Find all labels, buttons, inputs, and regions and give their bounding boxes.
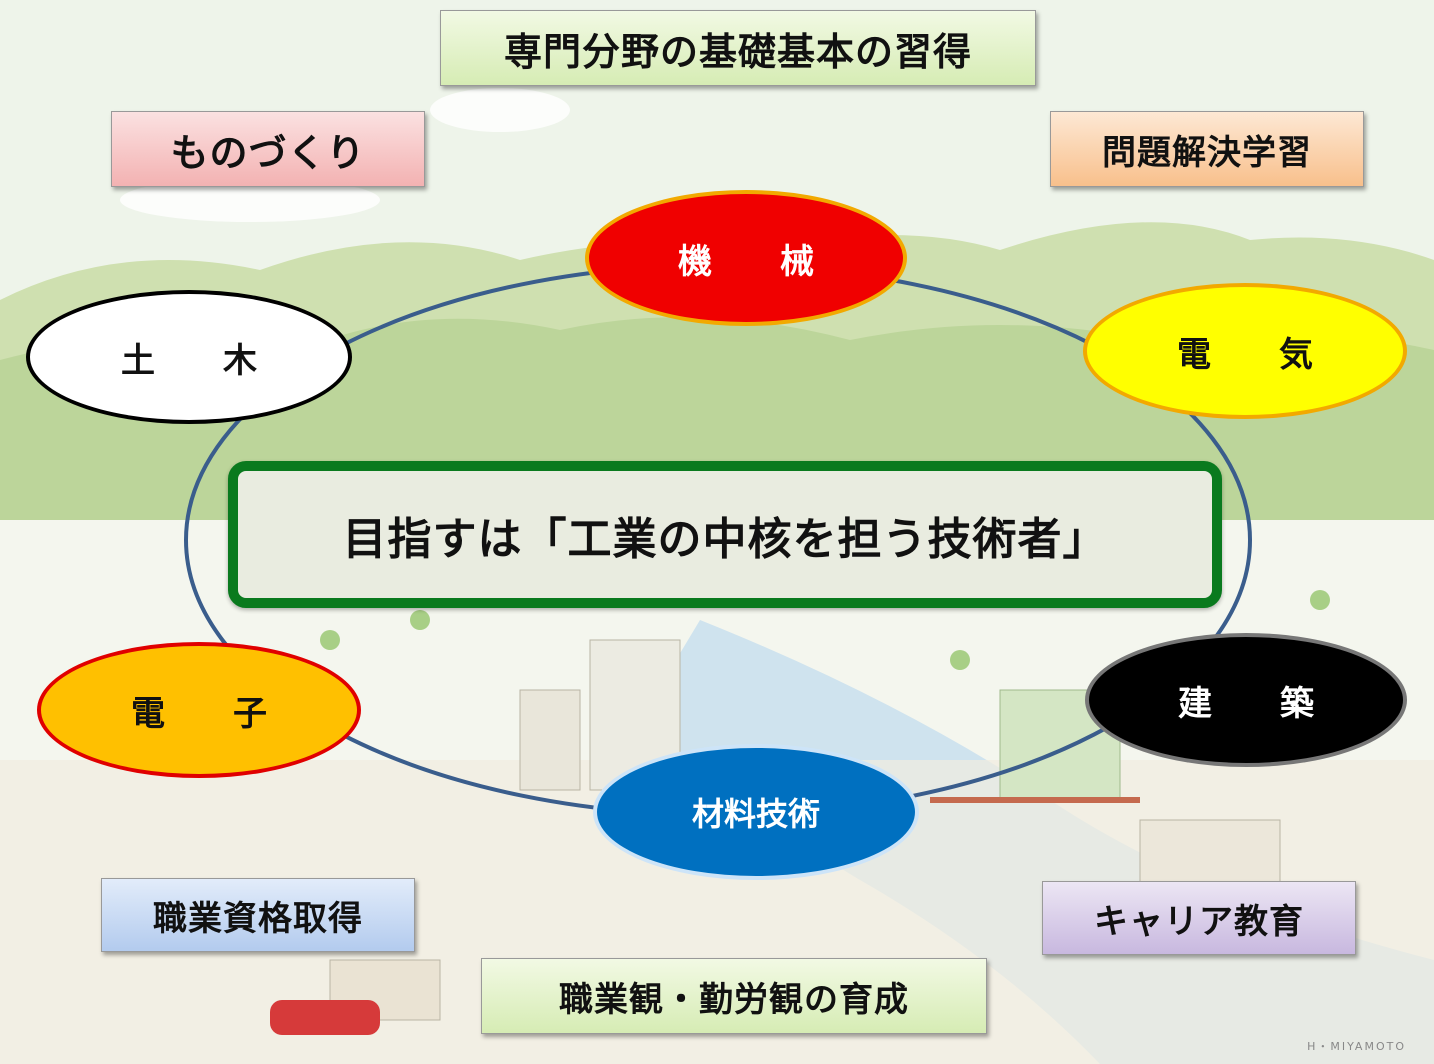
dept-electrical: 電 気 (1083, 283, 1407, 419)
dept-mechanical: 機 械 (585, 190, 907, 326)
box-monozukuri: ものづくり (111, 111, 425, 187)
dept-architecture: 建 築 (1085, 633, 1407, 767)
box-basics: 専門分野の基礎基本の習得 (440, 10, 1036, 86)
dept-electronics: 電 子 (37, 642, 361, 778)
box-qualifications: 職業資格取得 (101, 878, 415, 952)
dept-materials: 材料技術 (593, 744, 919, 880)
box-career: キャリア教育 (1042, 881, 1356, 955)
box-problem-solving: 問題解決学習 (1050, 111, 1364, 187)
box-work-ethic: 職業観・勤労観の育成 (481, 958, 987, 1034)
center-goal: 目指すは「工業の中核を担う技術者」 (228, 461, 1222, 608)
dept-civil: 土 木 (26, 290, 352, 424)
artist-credit: H・MIYAMOTO (1307, 1040, 1406, 1053)
